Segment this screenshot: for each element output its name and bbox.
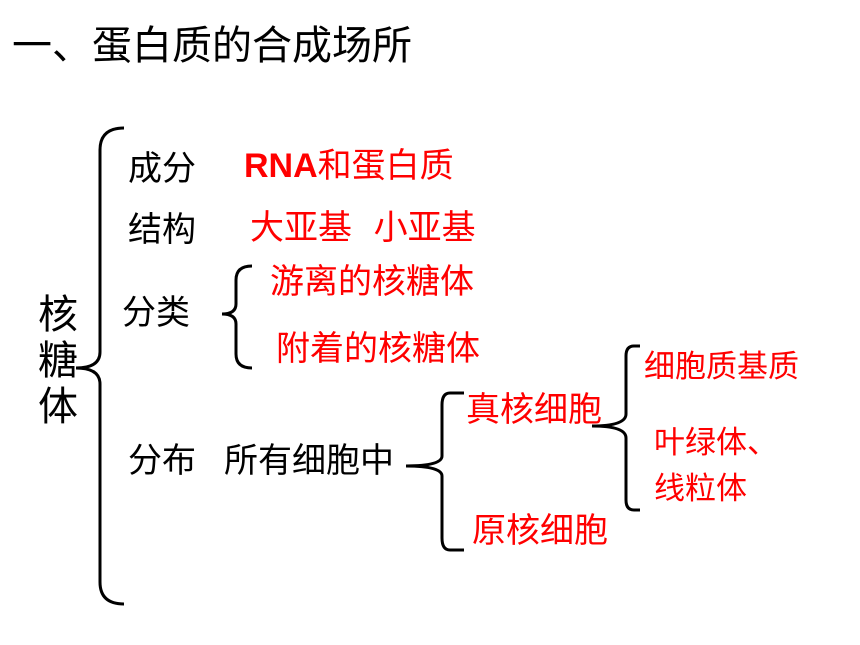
root-label: 核 糖 体 (36, 292, 80, 430)
eukaryote-brace (591, 344, 640, 512)
composition-value: RNA和蛋白质 (244, 149, 454, 183)
root-char: 核 (38, 292, 78, 338)
structure-value: 大亚基 小亚基 (250, 208, 476, 248)
eukaryote-label: 真核细胞 (466, 390, 602, 430)
distribution-label: 分布 (128, 441, 196, 481)
classification-item-attached: 附着的核糖体 (276, 329, 480, 369)
prokaryote-label: 原核细胞 (472, 511, 608, 551)
eukaryote-item-chloroplast: 叶绿体、 (654, 425, 778, 461)
structure-label: 结构 (128, 210, 196, 250)
composition-value-bold: RNA (244, 147, 318, 185)
distribution-brace (405, 391, 464, 552)
classification-label: 分类 (122, 293, 190, 333)
page-title: 一、蛋白质的合成场所 (12, 23, 412, 69)
composition-label: 成分 (128, 149, 196, 189)
eukaryote-item-cytoplasm: 细胞质基质 (644, 349, 799, 385)
distribution-value: 所有细胞中 (224, 441, 394, 481)
classification-item-free: 游离的核糖体 (270, 262, 474, 302)
classification-brace (221, 264, 253, 370)
root-char: 体 (38, 384, 78, 430)
root-char: 糖 (38, 338, 78, 384)
composition-value-rest: 和蛋白质 (317, 146, 454, 186)
eukaryote-item-mitochondria: 线粒体 (654, 471, 747, 507)
main-brace (75, 126, 125, 606)
